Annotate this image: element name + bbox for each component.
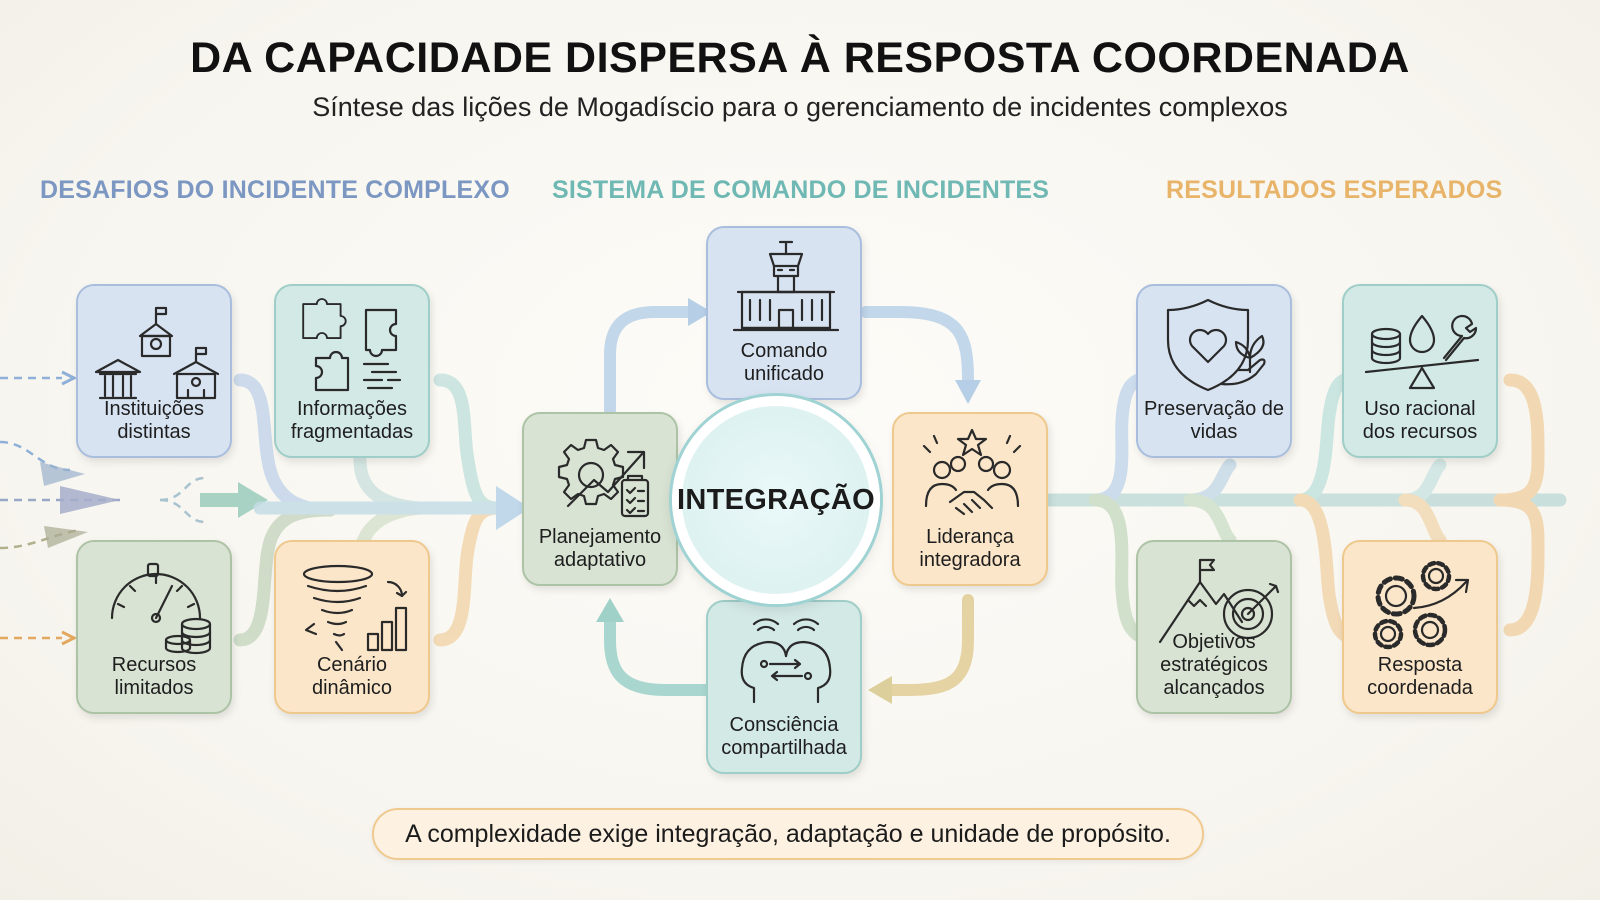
gears-arrow-icon: [1372, 560, 1470, 650]
shared-minds-icon: [740, 618, 832, 704]
card-label: Informações fragmentadas: [290, 398, 414, 443]
tornado-chart-icon: [302, 564, 408, 652]
ics-card-adaptive-planning: Planejamento adaptativo: [522, 412, 678, 586]
result-card-resources: Uso racional dos recursos: [1342, 284, 1498, 458]
challenge-card-scenario: Cenário dinâmico: [274, 540, 430, 714]
card-label: Instituições distintas: [103, 398, 205, 443]
card-label: Recursos limitados: [111, 654, 197, 699]
page-subtitle: Síntese das lições de Mogadíscio para o …: [312, 92, 1288, 122]
shield-heart-icon: [1166, 298, 1266, 392]
challenge-card-institutions: Instituições distintas: [76, 284, 232, 458]
mountain-target-icon: [1158, 558, 1280, 644]
card-label: Uso racional dos recursos: [1362, 398, 1478, 443]
puzzle-pieces-icon: [302, 298, 402, 392]
hub-label: INTEGRAÇÃO: [677, 483, 875, 516]
conclusion-banner: A complexidade exige integração, adaptaç…: [372, 808, 1204, 860]
handshake-team-icon: [922, 428, 1022, 516]
control-tower-icon: [732, 240, 840, 332]
government-buildings-icon: [94, 306, 220, 400]
section-title-results: RESULTADOS ESPERADOS: [1166, 176, 1503, 204]
card-label: Liderança integradora: [919, 526, 1021, 571]
card-label: Preservação de vidas: [1143, 398, 1285, 443]
challenge-card-resources: Recursos limitados: [76, 540, 232, 714]
conclusion-text: A complexidade exige integração, adaptaç…: [405, 819, 1171, 848]
card-label: Planejamento adaptativo: [538, 526, 662, 571]
card-label: Objetivos estratégicos alcançados: [1160, 631, 1268, 699]
result-card-coordinated: Resposta coordenada: [1342, 540, 1498, 714]
balance-resources-icon: [1364, 314, 1480, 390]
section-title-ics: SISTEMA DE COMANDO DE INCIDENTES: [552, 176, 1050, 204]
card-label: Cenário dinâmico: [311, 654, 393, 699]
card-label: Consciência compartilhada: [721, 714, 847, 759]
page-title: DA CAPACIDADE DISPERSA À RESPOSTA COORDE…: [190, 34, 1410, 82]
section-title-challenges: DESAFIOS DO INCIDENTE COMPLEXO: [40, 176, 510, 204]
ics-card-shared-awareness: Consciência compartilhada: [706, 600, 862, 774]
integration-hub: INTEGRAÇÃO: [672, 396, 880, 604]
card-label: Resposta coordenada: [1367, 654, 1473, 699]
result-card-objectives: Objetivos estratégicos alcançados: [1136, 540, 1292, 714]
ics-card-integrating-leadership: Liderança integradora: [892, 412, 1048, 586]
card-label: Comando unificado: [740, 340, 828, 385]
ics-card-unified-command: Comando unificado: [706, 226, 862, 400]
challenge-card-information: Informações fragmentadas: [274, 284, 430, 458]
gear-growth-icon: [557, 438, 650, 518]
gauge-coins-icon: [110, 562, 212, 655]
result-card-lives: Preservação de vidas: [1136, 284, 1292, 458]
